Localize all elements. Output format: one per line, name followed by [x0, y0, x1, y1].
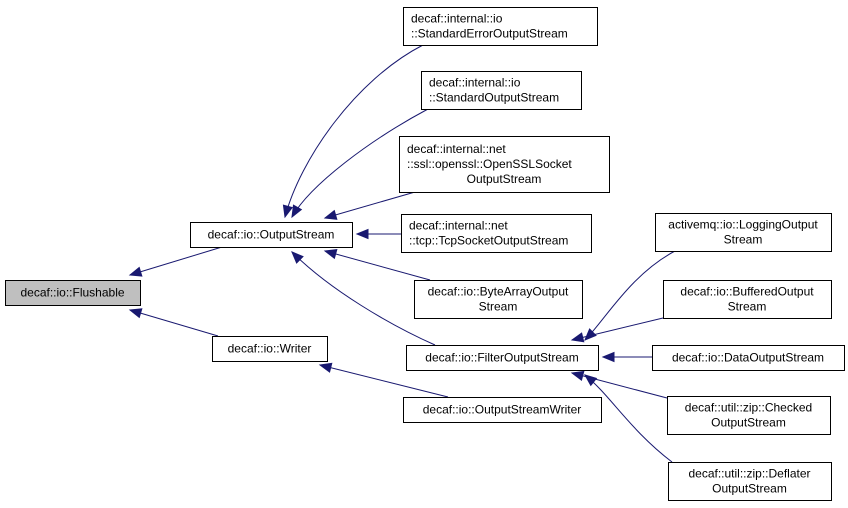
class-node-box[interactable]: [403, 7, 598, 46]
arrowhead-icon: [128, 308, 143, 319]
class-name-line: decaf::io::Writer: [228, 342, 312, 356]
inheritance-edge-logging-to-filter: [584, 250, 676, 341]
class-node-tcp[interactable]: decaf::internal::net::tcp::TcpSocketOutp…: [401, 214, 592, 253]
arrowhead-icon: [128, 266, 143, 277]
class-node-box[interactable]: [190, 222, 353, 248]
class-node-openssl[interactable]: decaf::internal::net::ssl::openssl::Open…: [399, 136, 610, 193]
class-node-outputstream[interactable]: decaf::io::OutputStream: [190, 222, 353, 248]
class-node-oswriter[interactable]: decaf::io::OutputStreamWriter: [403, 397, 602, 423]
class-node-box[interactable]: [421, 71, 582, 110]
class-name-line: ::StandardErrorOutputStream: [411, 27, 568, 41]
class-name-line: decaf::io::OutputStreamWriter: [423, 403, 582, 417]
class-name-line: ::ssl::openssl::OpenSSLSocket: [407, 157, 572, 171]
class-name-line: OutputStream: [467, 172, 542, 186]
class-name-line: decaf::internal::net: [407, 142, 506, 156]
class-name-line: decaf::io::ByteArrayOutput: [428, 285, 569, 299]
class-node-box[interactable]: [399, 136, 610, 193]
arrowhead-icon: [323, 249, 338, 260]
class-node-stdout[interactable]: decaf::internal::io::StandardOutputStrea…: [421, 71, 582, 110]
arrowhead-icon: [584, 328, 597, 341]
class-name-line: decaf::io::OutputStream: [208, 228, 335, 242]
class-node-box[interactable]: [212, 336, 328, 362]
class-node-data[interactable]: decaf::io::DataOutputStream: [652, 345, 845, 371]
inheritance-edge-oswriter-to-writer: [319, 364, 449, 398]
class-node-box[interactable]: [401, 214, 592, 253]
class-name-line: ::StandardOutputStream: [429, 91, 559, 105]
arrowhead-icon: [323, 209, 338, 220]
class-node-box[interactable]: [663, 280, 832, 319]
arrowhead-icon: [570, 332, 585, 343]
class-name-line: decaf::internal::net: [409, 219, 508, 233]
arrowhead-icon: [318, 362, 333, 373]
class-node-stderr[interactable]: decaf::internal::io::StandardErrorOutput…: [403, 7, 598, 46]
class-node-box[interactable]: [667, 396, 831, 435]
class-name-line: decaf::util::zip::Checked: [685, 401, 812, 415]
class-node-writer[interactable]: decaf::io::Writer: [212, 336, 328, 362]
class-node-box[interactable]: [403, 397, 602, 423]
class-name-line: decaf::io::Flushable: [20, 286, 124, 300]
edges-layer: [128, 44, 676, 463]
inheritance-edge-outputstream-to-flushable: [129, 246, 223, 276]
class-node-box[interactable]: [5, 280, 141, 306]
class-node-box[interactable]: [414, 280, 583, 319]
nodes-layer: decaf::io::Flushabledecaf::io::OutputStr…: [5, 7, 845, 501]
class-node-box[interactable]: [406, 345, 599, 371]
class-node-box[interactable]: [668, 462, 832, 501]
inheritance-edge-openssl-to-outputstream: [324, 191, 416, 219]
arrowhead-icon: [282, 204, 293, 219]
arrowhead-icon: [291, 251, 304, 264]
class-name-line: decaf::io::FilterOutputStream: [425, 351, 578, 365]
class-name-line: decaf::internal::io: [429, 76, 521, 90]
class-name-line: decaf::io::DataOutputStream: [672, 351, 824, 365]
inheritance-edge-writer-to-flushable: [129, 309, 219, 337]
class-node-flushable[interactable]: decaf::io::Flushable: [5, 280, 141, 306]
class-name-line: Stream: [479, 300, 518, 314]
inheritance-edge-filter-to-outputstream: [291, 251, 436, 346]
class-name-line: OutputStream: [711, 416, 786, 430]
arrowhead-icon: [355, 228, 369, 240]
class-name-line: decaf::util::zip::Deflater: [688, 467, 810, 481]
inheritance-edge-stderr-to-outputstream: [284, 44, 424, 218]
class-node-filter[interactable]: decaf::io::FilterOutputStream: [406, 345, 599, 371]
class-name-line: OutputStream: [712, 482, 787, 496]
arrowhead-icon: [583, 374, 598, 387]
class-name-line: ::tcp::TcpSocketOutputStream: [409, 234, 568, 248]
class-name-line: activemq::io::LoggingOutput: [668, 218, 818, 232]
class-name-line: Stream: [724, 233, 763, 247]
class-name-line: Stream: [728, 300, 767, 314]
arrowhead-icon: [570, 370, 585, 381]
inheritance-edge-bytearray-to-outputstream: [324, 250, 431, 281]
inheritance-edge-buffered-to-filter: [571, 317, 664, 341]
class-node-box[interactable]: [652, 345, 845, 371]
class-node-box[interactable]: [655, 213, 832, 252]
class-name-line: decaf::internal::io: [411, 12, 503, 26]
arrowhead-icon: [291, 204, 303, 219]
arrowhead-icon: [601, 351, 615, 363]
inheritance-edge-stdout-to-outputstream: [291, 108, 429, 218]
class-name-line: decaf::io::BufferedOutput: [680, 285, 814, 299]
